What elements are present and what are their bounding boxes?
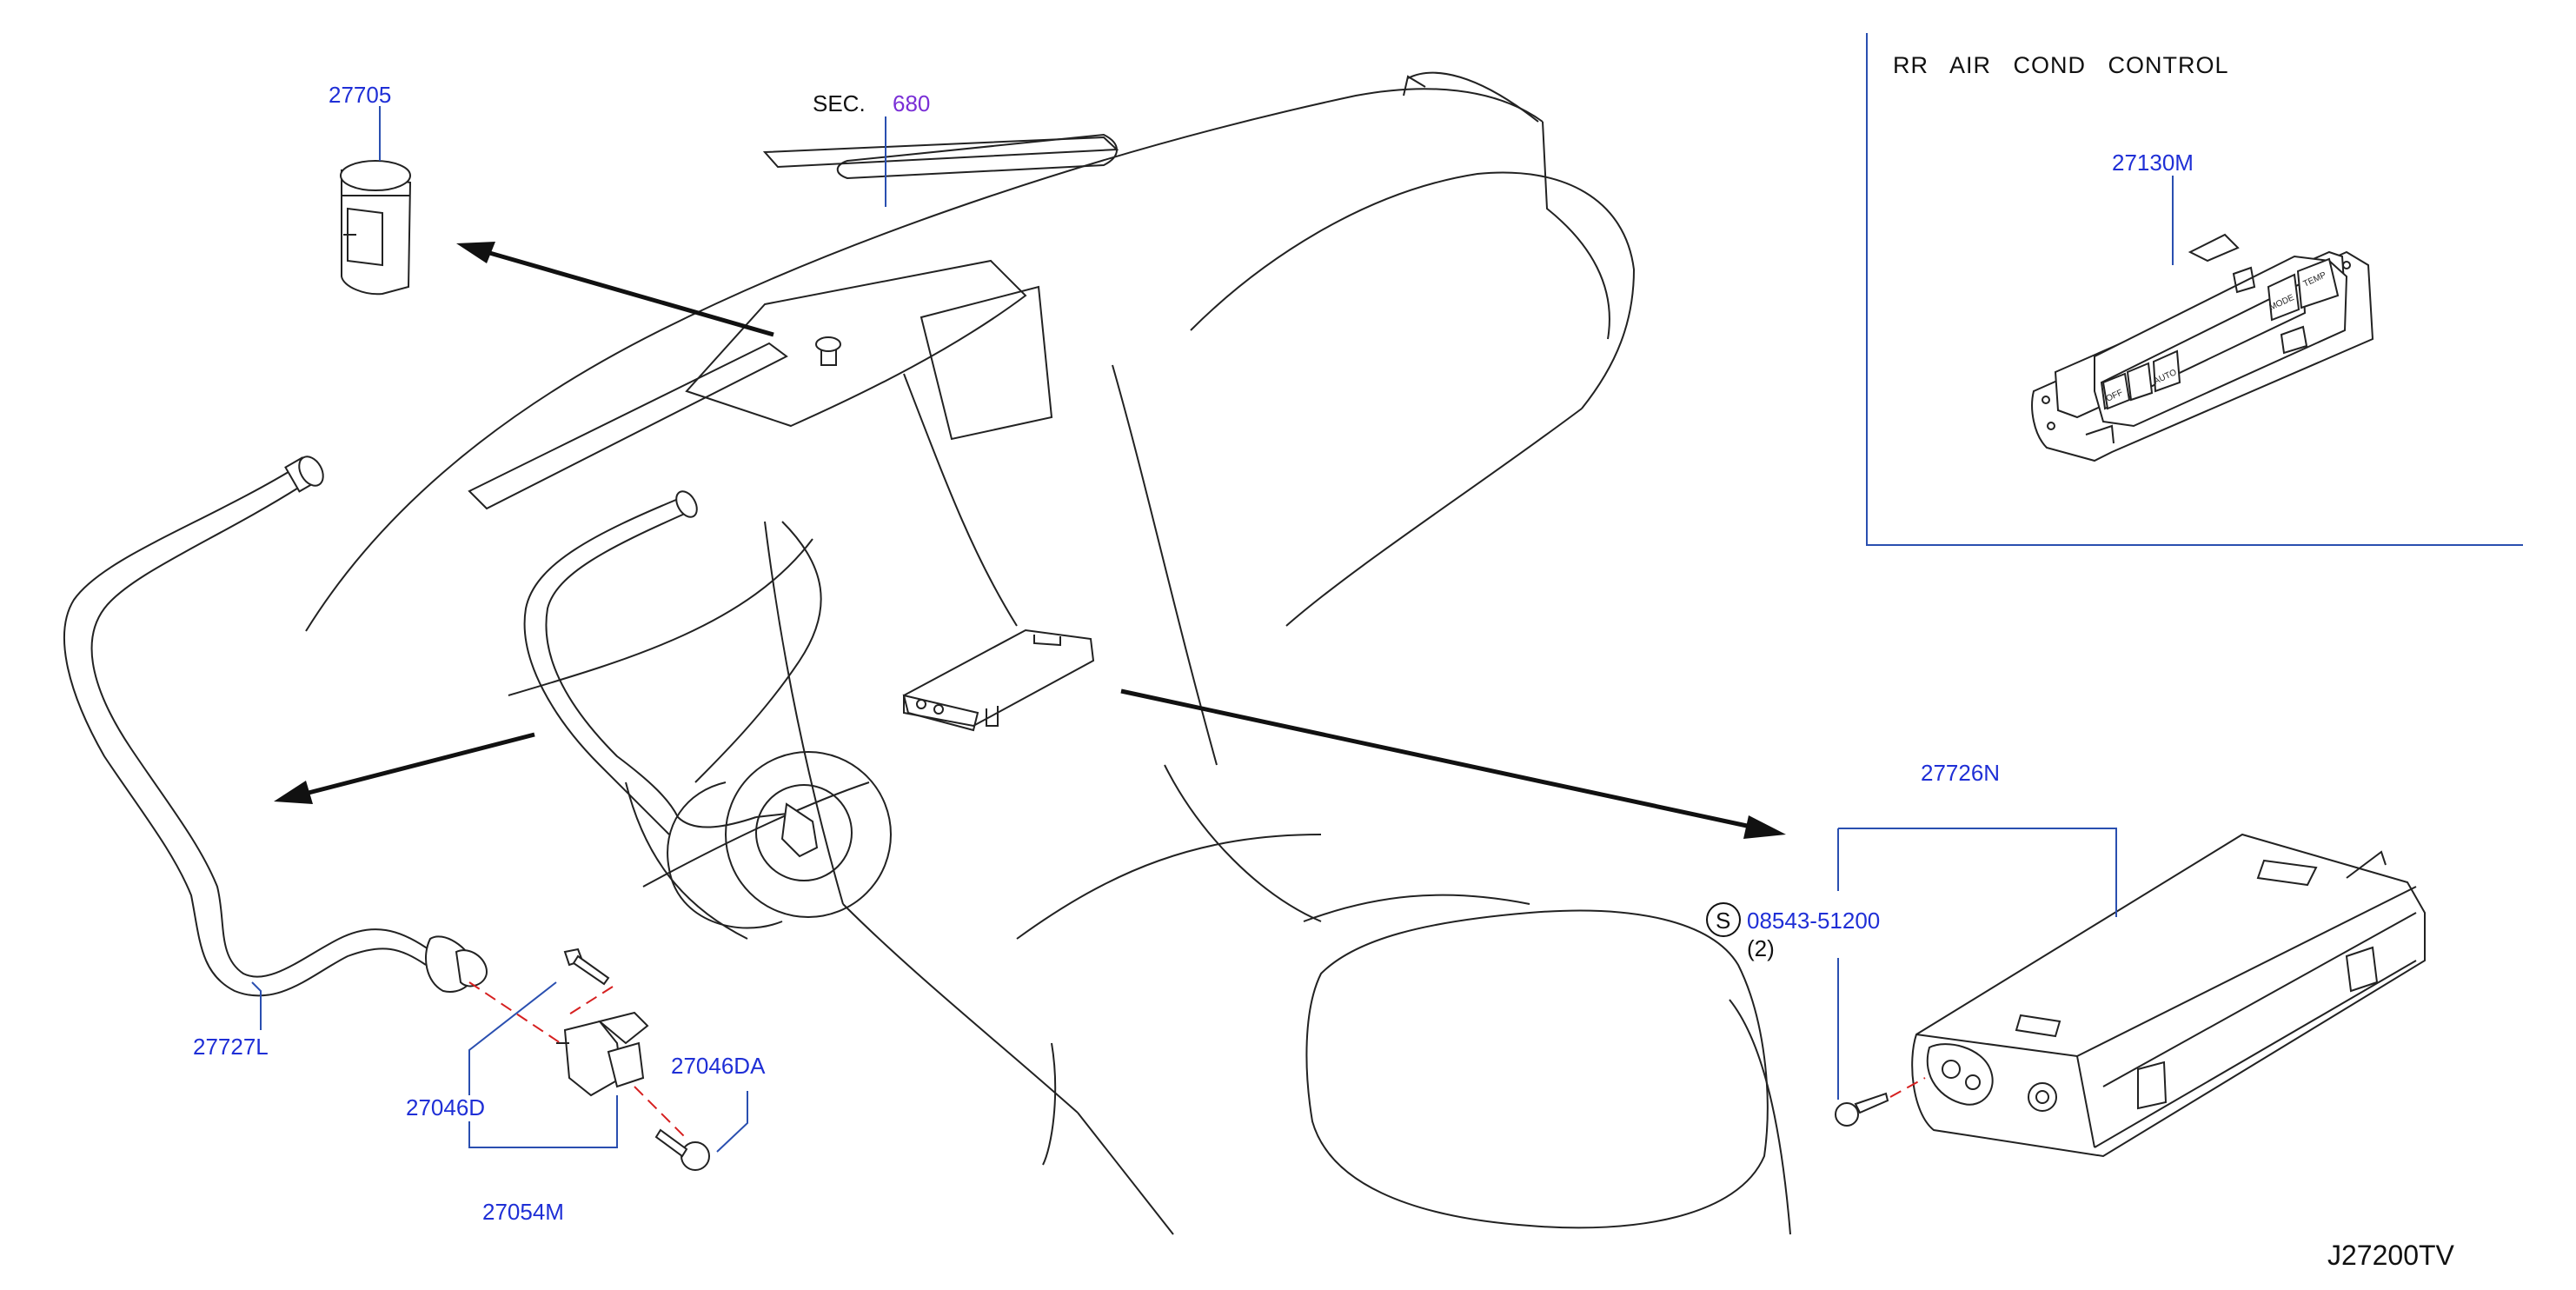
diagram-code: J27200TV <box>2327 1240 2455 1271</box>
part-labels: 27705 SEC. 680 RR AIR COND CONTROL 27130… <box>193 52 2455 1271</box>
aspirator-hose-illustration <box>63 455 819 997</box>
section-prefix: SEC. <box>813 90 866 116</box>
inset-title: RR AIR COND CONTROL <box>1893 52 2229 78</box>
part-label-27046DA: 27046DA <box>671 1053 766 1079</box>
leader-lines <box>251 106 2174 1153</box>
part-label-27130M: 27130M <box>2112 150 2194 176</box>
section-number: 680 <box>893 90 930 116</box>
part-label-27705: 27705 <box>329 82 391 108</box>
inset-frame <box>1866 33 2523 546</box>
sensor-bracket-illustration <box>468 948 710 1171</box>
part-label-27054M: 27054M <box>482 1199 564 1225</box>
part-label-27726N: 27726N <box>1921 760 2000 786</box>
screw-symbol-circle <box>1706 902 1741 937</box>
part-label-27727L: 27727L <box>193 1034 269 1060</box>
part-label-08543-51200: 08543-51200 <box>1747 908 1880 934</box>
screw-symbol: S <box>1716 908 1730 934</box>
control-unit-27726N-illustration <box>1835 833 2426 1158</box>
rear-ac-control-panel-illustration: OFF AUTO MODE TEMP <box>2031 233 2374 462</box>
direction-arrows <box>274 242 1786 839</box>
screw-quantity: (2) <box>1747 935 1775 961</box>
part-label-27046D: 27046D <box>406 1094 485 1120</box>
instrument-panel-illustration <box>305 71 1791 1235</box>
sensor-27705-illustration <box>340 160 412 296</box>
